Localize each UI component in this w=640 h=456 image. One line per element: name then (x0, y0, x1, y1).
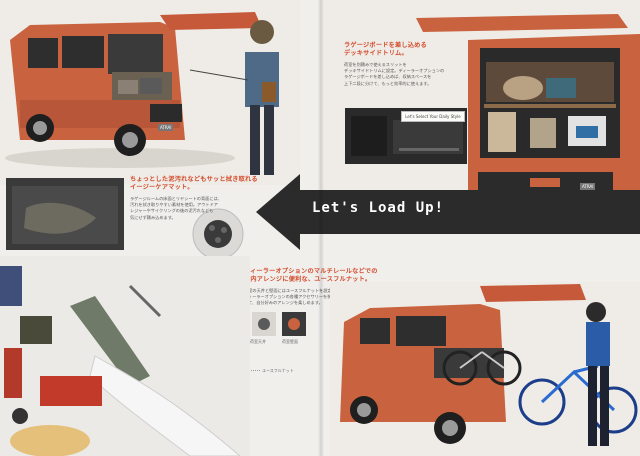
atrai-badge-left: ATRAI (158, 124, 174, 131)
easycare-body-line: レジャーやサイクリングの後の泥汚れなども (130, 208, 214, 214)
luggage-heading-line2: デッキサイドトリム。 (344, 50, 408, 57)
lets-load-up-label: Let's Load Up! (312, 200, 445, 216)
wall-nut-caption: 荷室壁面 (282, 339, 298, 344)
atrai-badge: ATRAI (580, 183, 596, 190)
van-bicycle-photo (330, 282, 640, 456)
multirail-heading-line2: 室内アレンジに便利な、ユースフルナット。 (244, 276, 372, 283)
easycare-heading-line1: ちょっとした泥汚れなどもサッと拭き取れる (130, 176, 258, 183)
ceiling-nut-caption: 荷室天井 (250, 339, 266, 344)
easycare-body: ラゲージルームの床面とリヤシートの背面には、 汚れを拭き取りやすい素材を使用。ア… (130, 196, 250, 221)
luggage-body: 荷室を別積みで使えるスリットを デッキサイドトリムに設定。ディーラーオプションの… (344, 62, 470, 87)
mat-closeup-photo (192, 208, 244, 260)
easycare-heading-line2: イージーケアマット。 (130, 184, 194, 191)
multirail-body-line: ディーラーオプションの各種アクセサリーを装着 (244, 294, 336, 300)
page-spine (318, 0, 324, 456)
luggage-body-line: 荷室を別積みで使えるスリットを (344, 62, 407, 67)
multirail-heading-line1: ディーラーオプションのマルチレールなどでの (244, 268, 378, 275)
multirail-body: 荷室の天井と壁面にはユースフルナットを設定。 ディーラーオプションの各種アクセサ… (244, 288, 344, 307)
easycare-heading: ちょっとした泥汚れなどもサッと拭き取れる イージーケアマット。 (130, 176, 258, 192)
multirail-heading: ディーラーオプションのマルチレールなどでの 室内アレンジに便利な、ユースフルナッ… (244, 268, 378, 284)
ceiling-nut-photo (252, 312, 276, 336)
easycare-body-line: ラゲージルームの床面とリヤシートの背面には、 (130, 196, 222, 201)
easy-care-mat-photo (6, 178, 124, 250)
outdoor-gear-photo (0, 256, 250, 456)
luggage-heading-line1: ラゲージボードを差し込める (344, 42, 427, 49)
easycare-body-line: 汚れを拭き取りやすい素材を使用。アウトドア (130, 202, 218, 208)
van-rear-cargo-photo (318, 0, 640, 200)
luggage-body-line: ラゲージボードを差し込めば、収納スペースを (344, 74, 432, 80)
multirail-body-line: 荷室の天井と壁面にはユースフルナットを設定。 (244, 288, 336, 293)
lets-load-up-arrow (256, 174, 640, 250)
multirail-body-line: して、自分好みのアレンジを楽しめます。 (244, 300, 323, 306)
van-fishing-photo (0, 0, 300, 185)
luggage-body-line: デッキサイドトリムに設定。ディーラーオプションの (344, 68, 445, 74)
luggage-body-line: 上下二段に分けて、もっと効率的に使えます。 (344, 80, 432, 86)
easycare-body-line: 気にせず積み込めます。 (130, 214, 176, 220)
wall-nut-photo (282, 312, 306, 336)
useful-nut-caption: ユースフルナット (262, 368, 294, 373)
luggage-heading: ラゲージボードを差し込める デッキサイドトリム。 (344, 42, 427, 58)
style-sign: Let's Select Your Daily Style (401, 111, 465, 122)
